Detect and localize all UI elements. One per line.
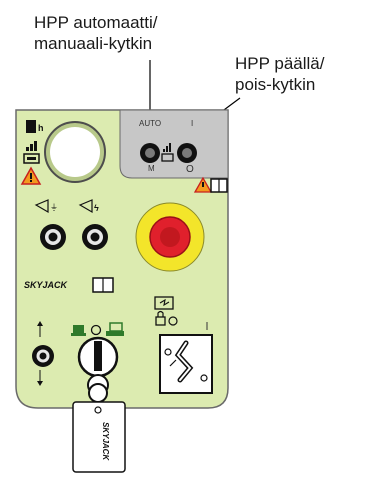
hour-meter-gauge-face (50, 127, 100, 177)
auto-label: AUTO (139, 119, 161, 128)
hour-meter-icon: h (26, 120, 44, 133)
hpp-auto-manual-switch[interactable] (140, 143, 160, 163)
control-panel-body (15, 109, 229, 409)
horn-button[interactable] (40, 224, 66, 250)
key-switch[interactable] (77, 336, 119, 378)
manual-book-icon (210, 178, 228, 193)
callout-line: HPP automaatti/ (34, 13, 158, 32)
callout-line: HPP päällä/ (235, 54, 325, 73)
warning-triangle-icon (193, 176, 213, 193)
callout-line: manuaali-kytkin (34, 34, 153, 53)
emergency-stop-button[interactable] (135, 202, 205, 272)
ground-control-icon (71, 325, 86, 336)
light-icon: ϟ (78, 199, 99, 214)
manual-label: M (148, 164, 155, 173)
callout-line: pois-kytkin (235, 75, 316, 94)
on-off-switch-callout: HPP päällä/ pois-kytkin (235, 53, 324, 95)
manual-book-icon (92, 277, 114, 293)
key-tag-brand: SKYJACK (101, 422, 110, 461)
horn-icon: ⏚ (34, 199, 58, 214)
up-down-arrows-icon (37, 321, 43, 386)
svg-text:ϟ: ϟ (94, 203, 99, 213)
charger-icon (154, 296, 174, 310)
warning-triangle-icon (20, 166, 42, 185)
battery-icon (161, 143, 174, 162)
enable-button[interactable] (32, 345, 54, 367)
hpp-switch-area (119, 109, 229, 179)
on-mark-label: I (191, 119, 193, 128)
gear-shift-window (159, 334, 213, 394)
svg-text:h: h (38, 123, 44, 133)
light-button[interactable] (82, 224, 108, 250)
hpp-on-off-switch[interactable] (177, 143, 197, 163)
brand-logo: SKYJACK (24, 280, 69, 290)
auto-manual-switch-callout: HPP automaatti/ manuaali-kytkin (34, 12, 157, 54)
platform-control-icon (106, 322, 124, 336)
battery-level-icon (23, 141, 40, 164)
key-with-tag[interactable] (72, 374, 126, 473)
off-mark-label: O (186, 164, 194, 175)
lock-icon (155, 310, 178, 326)
position-mark (90, 324, 102, 336)
svg-text:⏚: ⏚ (50, 203, 58, 212)
